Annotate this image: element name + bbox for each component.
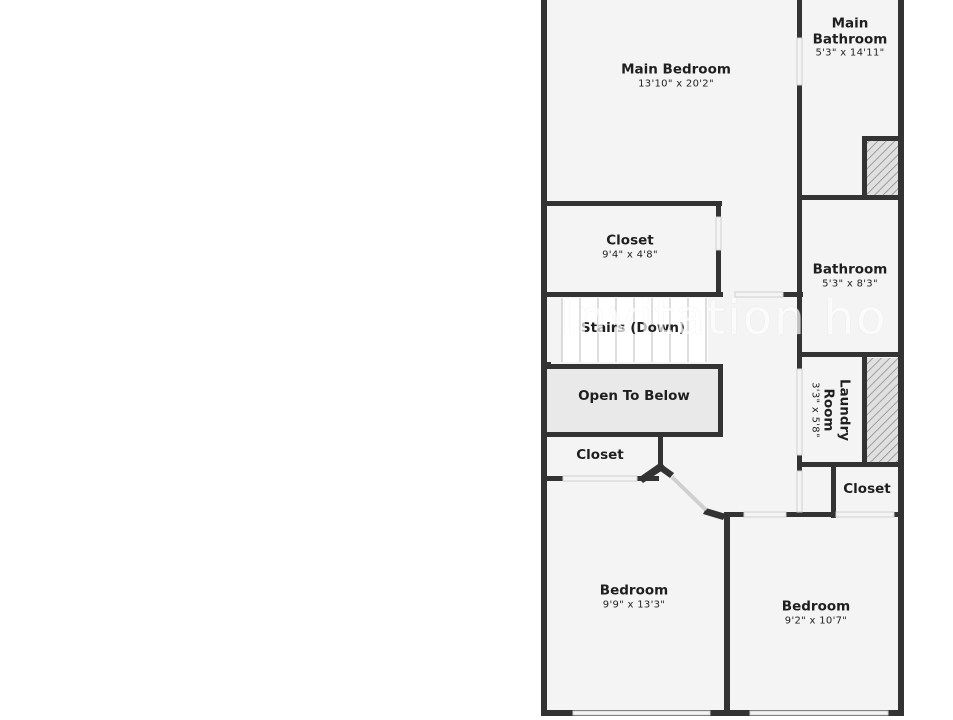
main-bathroom-label: Main Bathroom 5'3" x 14'11" [812, 15, 888, 60]
shaft-hatch-top [866, 141, 899, 196]
main-bathroom-name: Main Bathroom [812, 15, 888, 48]
outer-walls [541, 0, 904, 716]
open-to-below-label: Open To Below [578, 389, 690, 405]
bedroom-left-dims: 9'9" x 13'3" [602, 599, 666, 611]
laundry-name: Laundry Room [820, 378, 853, 442]
main-bedroom-label: Main Bedroom 13'10" x 20'2" [621, 62, 731, 89]
closet-top-name: Closet [606, 232, 654, 249]
main-bedroom-dims: 13'10" x 20'2" [638, 78, 714, 90]
angled-walls [638, 462, 726, 520]
stairs-label: Stairs (Down) [581, 321, 685, 337]
bedroom-left-label: Bedroom 9'9" x 13'3" [600, 583, 668, 610]
bedroom-left-name: Bedroom [599, 582, 669, 599]
watermark-text: Invitation ho [560, 290, 888, 346]
openings [562, 37, 895, 716]
closet-right-label: Closet [843, 482, 890, 498]
main-bathroom-dims: 5'3" x 14'11" [815, 47, 885, 59]
laundry-label: Laundry Room 3'3" x 5'8" [809, 379, 852, 441]
bedroom-right-label: Bedroom 9'2" x 10'7" [782, 599, 850, 626]
bedroom-right-dims: 9'2" x 10'7" [784, 615, 848, 627]
bathroom-dims: 5'3" x 8'3" [822, 278, 878, 290]
closet-mid-name: Closet [576, 447, 624, 464]
closet-mid-label: Closet [576, 448, 623, 464]
stairs-treads [561, 298, 708, 362]
interior-walls [541, 0, 904, 716]
bathroom-label: Bathroom 5'3" x 8'3" [813, 262, 888, 289]
stairs-name: Stairs (Down) [580, 320, 686, 337]
closet-top-label: Closet 9'4" x 4'8" [602, 233, 658, 260]
open-to-below-name: Open To Below [578, 388, 690, 405]
open-to-below-box [546, 366, 722, 436]
closet-right-name: Closet [843, 481, 891, 498]
laundry-dims: 3'3" x 5'8" [809, 382, 821, 438]
bedroom-right-name: Bedroom [781, 598, 851, 615]
closet-top-dims: 9'4" x 4'8" [602, 249, 658, 261]
shaft-hatch-laundry [866, 358, 899, 462]
bathroom-name: Bathroom [812, 261, 888, 278]
main-bedroom-name: Main Bedroom [621, 61, 731, 78]
